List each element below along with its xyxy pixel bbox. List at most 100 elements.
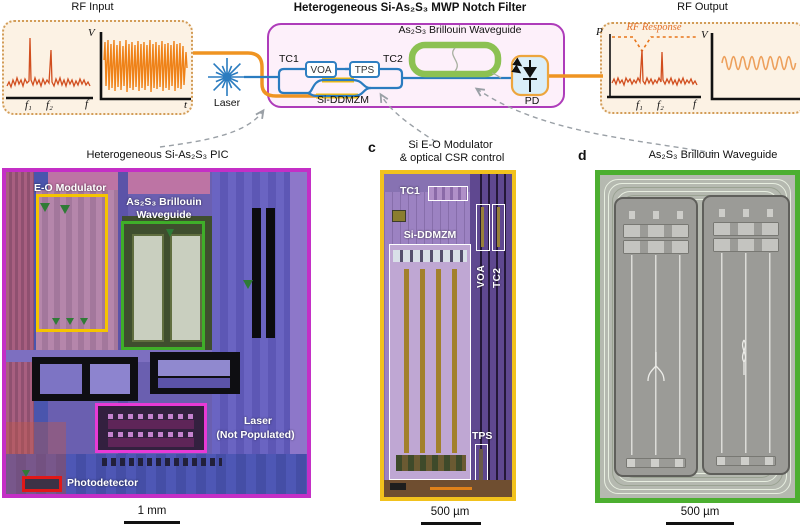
chip-texture	[714, 239, 778, 251]
chip-texture	[721, 253, 771, 453]
rf-output-box	[600, 22, 800, 114]
input-axis-t: t	[184, 99, 188, 111]
chip-texture	[108, 414, 194, 419]
panel-c-title-line2: & optical CSR control	[399, 152, 505, 164]
c-tc1-label: TC1	[400, 185, 420, 197]
brillouin-label-line2: Waveguide	[136, 209, 192, 221]
chip-texture	[714, 223, 778, 235]
panel-d-scale-text: 500 µm	[680, 506, 720, 518]
tc1-label: TC1	[279, 53, 299, 65]
panel-c-scale-text: 500 µm	[430, 506, 470, 518]
panel-d-micrograph	[595, 170, 800, 503]
chip-texture	[390, 483, 406, 490]
chip-texture	[393, 250, 467, 262]
c-tps-label: TPS	[472, 430, 493, 442]
tc2-region-outline	[492, 204, 505, 251]
panel-c-scale-bar	[421, 522, 481, 525]
panel-c-photo: TC1 Si-DDMZM VOA TC2 TPS	[384, 174, 512, 497]
input-axis-f: f	[85, 98, 89, 110]
chip-texture	[496, 174, 498, 497]
chip-texture	[392, 210, 406, 222]
panel-d-scale-bar	[666, 522, 734, 525]
chip-texture	[504, 174, 506, 497]
chip-texture	[717, 457, 775, 465]
chip-texture	[108, 432, 194, 437]
panel-d-title: As₂S₃ Brillouin Waveguide	[648, 149, 778, 161]
chip-texture	[40, 364, 82, 394]
spiral-ring	[604, 179, 791, 494]
chip-texture	[132, 234, 164, 342]
figure-title: Heterogeneous Si-As₂S₃ MWP Notch Filter	[293, 2, 527, 14]
chip-texture	[102, 458, 222, 466]
panel-b-photo: E-O Modulator As₂S₃ Brillouin Waveguide …	[6, 172, 307, 494]
rf-output-label: RF Output	[677, 1, 728, 13]
mzm-label: Si-DDMZM	[317, 94, 369, 106]
input-axis-v: V	[88, 27, 95, 39]
output-axis-f: f	[693, 98, 697, 110]
tps-box: TPS	[349, 61, 380, 78]
pd-label: PD	[524, 95, 540, 107]
brillouin-outline	[121, 221, 205, 350]
input-axis-f1: f₁	[25, 99, 32, 111]
tc2-label: TC2	[383, 53, 403, 65]
output-axis-f1: f₁	[636, 99, 643, 111]
voa-region-outline	[476, 204, 490, 251]
chip-texture	[108, 420, 194, 429]
chip-texture	[430, 487, 472, 490]
chip-texture	[488, 174, 490, 497]
chip-texture	[48, 172, 210, 194]
rf-input-label: RF Input	[71, 1, 114, 13]
laser-site-outline	[95, 403, 207, 453]
brillouin-waveguide-label: As₂S₃ Brillouin Waveguide	[398, 24, 522, 36]
chip-texture	[479, 449, 483, 483]
c-tc2-label: TC2	[492, 267, 503, 288]
photodetector-outline	[22, 476, 62, 492]
chip-texture	[624, 241, 688, 253]
chip-texture	[436, 269, 441, 453]
chip-texture	[631, 255, 681, 455]
tc1-region-outline	[428, 186, 468, 201]
chip-texture	[158, 378, 230, 388]
output-axis-f2: f₂	[657, 99, 664, 111]
chip-texture	[627, 459, 685, 467]
output-axis-p: P	[596, 26, 603, 38]
laser-label-line2: (Not Populated)	[216, 429, 295, 441]
c-mzm-label: Si-DDMZM	[403, 229, 457, 241]
panel-b-title: Heterogeneous Si-As₂S₃ PIC	[86, 149, 229, 161]
chip-texture	[624, 225, 688, 237]
mzm-region-outline	[389, 244, 471, 480]
chip-texture	[404, 269, 409, 453]
chip-texture	[252, 208, 261, 338]
panel-d-photo	[600, 175, 795, 498]
panel-b-micrograph: E-O Modulator As₂S₃ Brillouin Waveguide …	[2, 168, 311, 498]
chip-texture	[452, 269, 457, 453]
panel-c-micrograph: TC1 Si-DDMZM VOA TC2 TPS	[380, 170, 516, 501]
laser-icon	[208, 58, 246, 96]
panel-c-title-line1: Si E-O Modulator	[408, 139, 493, 151]
arrow-panel-b	[159, 108, 265, 148]
chip-texture	[90, 364, 130, 394]
input-axis-f2: f₂	[46, 99, 53, 111]
panel-c-letter: c	[368, 139, 376, 155]
chip-texture	[396, 455, 466, 471]
photodetector-label: Photodetector	[67, 477, 139, 489]
chip-texture	[624, 211, 688, 219]
chip-texture	[158, 360, 230, 376]
voa-box: VOA	[305, 61, 337, 78]
chip-texture	[480, 174, 482, 497]
c-voa-label: VOA	[476, 264, 487, 288]
chip-texture	[481, 207, 484, 247]
chip-texture	[714, 209, 778, 217]
rf-response-label: RF Response	[626, 22, 682, 33]
chip-texture	[266, 208, 275, 338]
laser-label: Laser	[213, 97, 241, 109]
chip-texture	[497, 207, 500, 247]
chip-texture	[290, 172, 307, 494]
brillouin-label-line1: As₂S₃ Brillouin	[126, 196, 202, 208]
panel-d-letter: d	[578, 147, 587, 163]
chip-texture	[108, 438, 194, 447]
panel-b-scale-bar	[124, 521, 180, 524]
eo-modulator-label: E-O Modulator	[34, 182, 107, 194]
chip-texture	[36, 190, 118, 352]
